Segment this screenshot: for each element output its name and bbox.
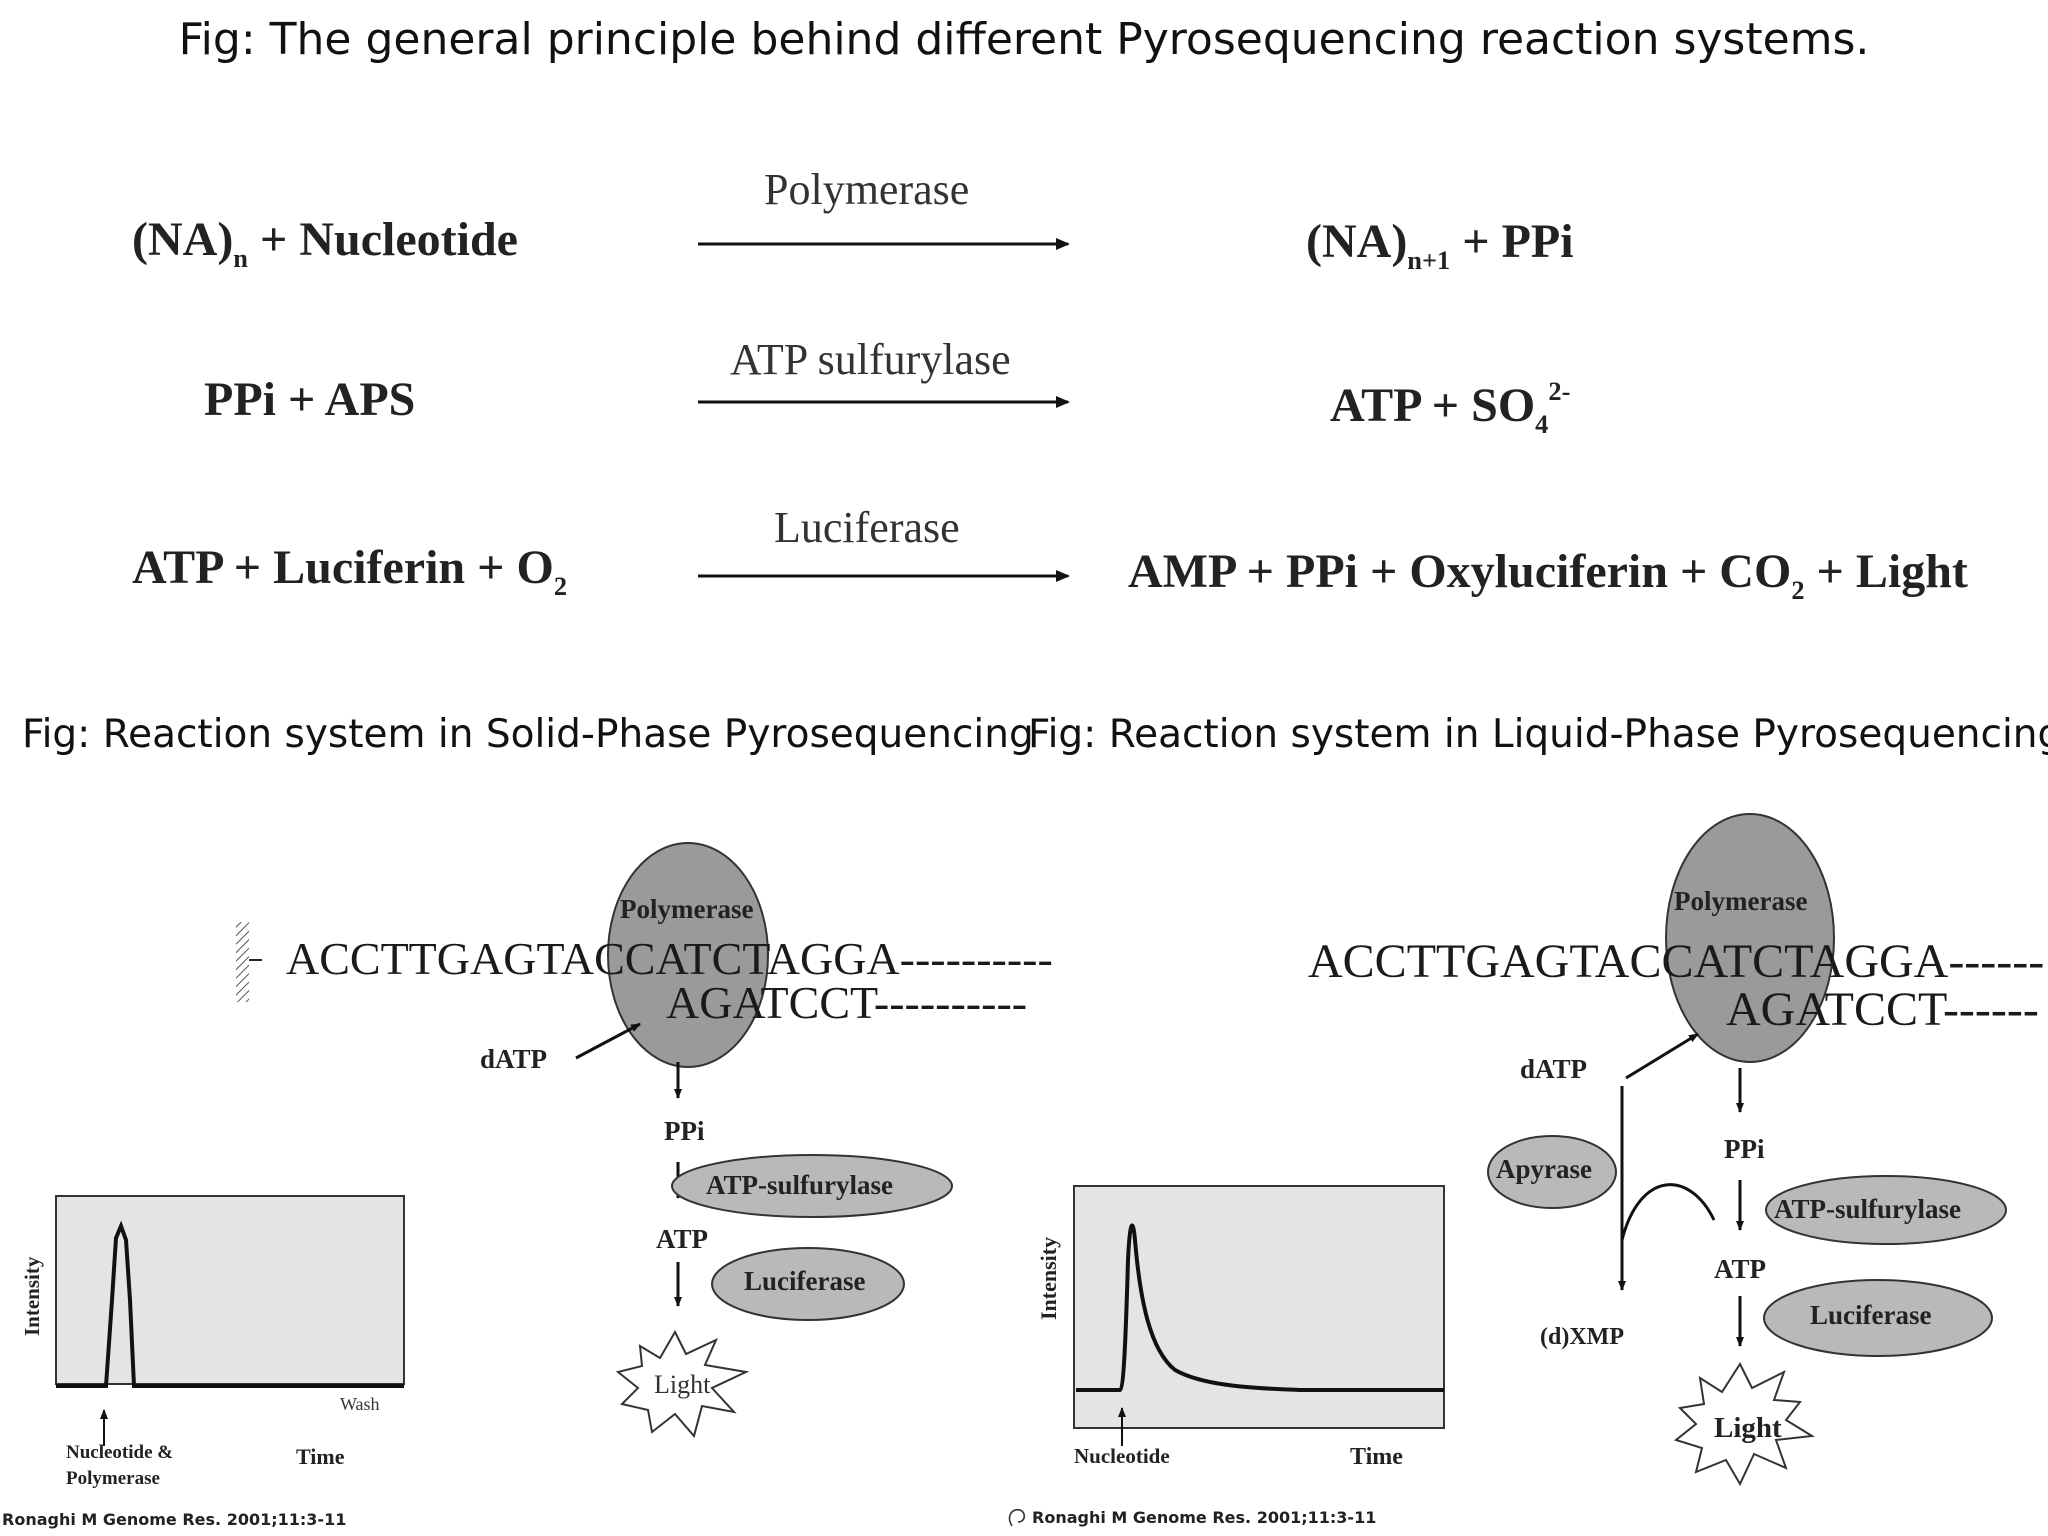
solid-support-icon <box>236 922 249 1002</box>
liquid-datp-arrow <box>1625 1032 1699 1080</box>
liquid-apyrase-ellipse <box>1487 1135 1617 1209</box>
liquid-luciferase-ellipse <box>1763 1279 1993 1357</box>
solid-sulfurylase-ellipse <box>671 1154 953 1218</box>
reaction-2-right-sub: 4 <box>1535 408 1549 439</box>
liquid-template-strand: ACCTTGAGTACCATCTAGGA------ <box>1308 935 2045 988</box>
liquid-polymerase-label: Polymerase <box>1674 886 1808 916</box>
solid-ppi-label: PPi <box>664 1116 705 1146</box>
solid-polymerase-ellipse <box>607 842 769 1068</box>
solid-phase-caption: Fig: Reaction system in Solid-Phase Pyro… <box>22 712 1034 757</box>
solid-light-label: Light <box>654 1370 711 1399</box>
reaction-2-left-main: PPi + APS <box>204 373 416 426</box>
reaction-3-left-main: ATP + Luciferin + O <box>132 541 554 594</box>
reaction-3-right-sub: 2 <box>1791 574 1805 605</box>
reaction-2-enzyme: ATP sulfurylase <box>730 335 1011 384</box>
solid-primer-strand: AGATCCT---------- <box>666 977 1028 1028</box>
liquid-apyrase-label: Apyrase <box>1496 1154 1592 1184</box>
solid-wash-label: Wash <box>340 1394 380 1414</box>
reaction-1-right-rest: + PPi <box>1450 215 1574 268</box>
solid-template-strand: ACCTTGAGTACCATCTAGGA---------- <box>286 933 1053 984</box>
reaction-1-right-sub: n+1 <box>1407 244 1451 275</box>
solid-signal-trace <box>56 1220 404 1388</box>
solid-datp-label: dATP <box>480 1044 548 1074</box>
solid-xlabel: Time <box>296 1444 345 1469</box>
solid-polymerase-label: Polymerase <box>620 894 754 924</box>
reaction-3-enzyme: Luciferase <box>774 503 960 552</box>
reaction-1-left-rest: + Nucleotide <box>247 213 518 266</box>
reaction-2-left: PPi + APS <box>204 372 415 427</box>
liquid-light-label: Light <box>1714 1412 1782 1444</box>
liquid-luciferase-label: Luciferase <box>1810 1300 1932 1330</box>
solid-sulfurylase-label: ATP-sulfurylase <box>706 1170 893 1200</box>
reaction-3-right: AMP + PPi + Oxyluciferin + CO2 + Light <box>1128 544 1968 606</box>
liquid-datp-label: dATP <box>1520 1054 1588 1084</box>
reaction-2-right-sup: 2- <box>1548 376 1571 406</box>
liquid-xlabel: Time <box>1350 1444 1403 1470</box>
liquid-atp-to-apyrase-curve <box>1620 1183 1716 1241</box>
solid-light-burst-icon <box>615 1329 750 1439</box>
page-title: Fig: The general principle behind differ… <box>178 14 1870 65</box>
liquid-citation: Ronaghi M Genome Res. 2001;11:3-11 <box>1032 1508 1377 1527</box>
solid-ylabel: Intensity <box>20 1256 44 1336</box>
reaction-1-right-main: (NA) <box>1306 215 1408 268</box>
solid-luciferase-label: Luciferase <box>744 1266 866 1296</box>
liquid-sulfurylase-ellipse <box>1765 1175 2007 1245</box>
liquid-sulfurylase-label: ATP-sulfurylase <box>1774 1194 1961 1224</box>
reaction-1-left: (NA)n + Nucleotide <box>132 212 518 274</box>
solid-atp-label: ATP <box>656 1224 708 1254</box>
liquid-nucleotide-label: Nucleotide <box>1074 1444 1170 1468</box>
reaction-3-right-main: AMP + PPi + Oxyluciferin + CO <box>1128 545 1792 598</box>
liquid-ppi-label: PPi <box>1724 1134 1765 1164</box>
liquid-light-burst-icon <box>1673 1361 1816 1487</box>
liquid-phase-caption: Fig: Reaction system in Liquid-Phase Pyr… <box>1028 712 2048 757</box>
reaction-2-right: ATP + SO42- <box>1330 376 1570 440</box>
liquid-signal-trace <box>1076 1223 1444 1392</box>
reaction-3-left: ATP + Luciferin + O2 <box>132 540 567 602</box>
reaction-3-left-sub: 2 <box>553 570 568 601</box>
reaction-2-right-main: ATP + SO <box>1330 379 1536 433</box>
reaction-1-left-sub: n <box>233 242 248 273</box>
liquid-ylabel: Intensity <box>1036 1236 1061 1320</box>
citation-logo-icon <box>1008 1508 1026 1527</box>
liquid-atp-label: ATP <box>1714 1254 1766 1284</box>
reaction-3-right-rest: + Light <box>1804 545 1968 598</box>
solid-nucleotide-label-2: Polymerase <box>66 1468 160 1489</box>
reaction-1-enzyme: Polymerase <box>764 165 970 214</box>
reaction-1-left-main: (NA) <box>132 213 234 266</box>
solid-luciferase-ellipse <box>711 1247 905 1321</box>
reaction-1-right: (NA)n+1 + PPi <box>1306 214 1574 276</box>
solid-datp-arrow <box>575 1022 641 1060</box>
solid-citation: Ronaghi M Genome Res. 2001;11:3-11 <box>2 1510 347 1529</box>
liquid-polymerase-ellipse <box>1665 813 1835 1063</box>
liquid-dxmp-label: (d)XMP <box>1540 1324 1624 1350</box>
solid-nucleotide-label-1: Nucleotide & <box>66 1442 174 1463</box>
liquid-primer-strand: AGATCCT------ <box>1726 983 2039 1036</box>
